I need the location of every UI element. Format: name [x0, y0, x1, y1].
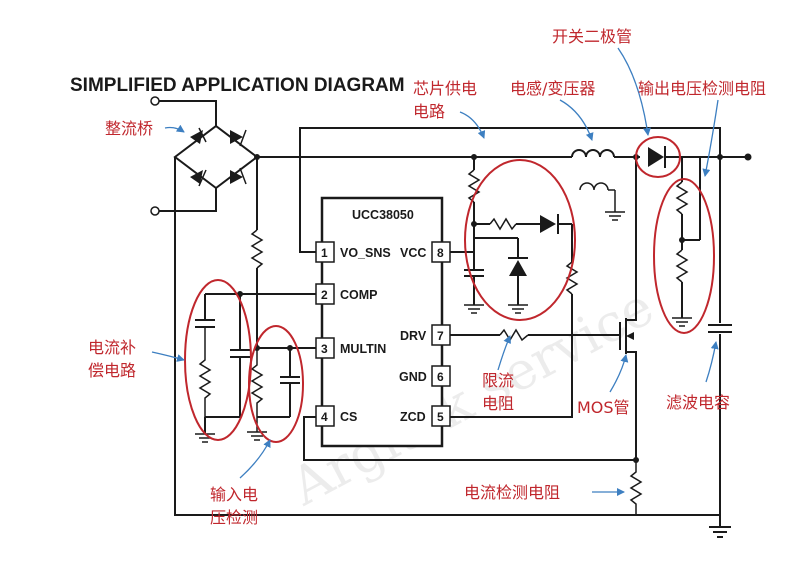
main-wiring [174, 127, 752, 538]
diagram-title: SIMPLIFIED APPLICATION DIAGRAM [70, 75, 405, 96]
label-limit-line1: 限流 [482, 371, 514, 390]
pin-6-number: 6 [437, 370, 444, 384]
compensation-network [195, 291, 318, 443]
pin-5-label: ZCD [400, 410, 426, 424]
oval-output-sense [653, 178, 715, 334]
annotation-arrows [151, 47, 719, 496]
pin-3-label: MULTIN [340, 342, 386, 356]
oval-output-diode [635, 136, 681, 178]
pin-4-number: 4 [321, 410, 328, 424]
label-chip-supply-line1: 芯片供电 [413, 79, 477, 98]
pin-2-number: 2 [321, 288, 328, 302]
label-filter-cap: 滤波电容 [666, 393, 730, 412]
pin-1-number: 1 [321, 246, 328, 260]
pin-8-label: VCC [400, 246, 426, 260]
pin-1-label: VO_SNS [340, 246, 391, 260]
label-input-sense-line2: 压检测 [210, 508, 258, 527]
output-sense-divider [672, 157, 701, 327]
annotations: 整流桥 芯片供电 电路 电感/变压器 开关二极管 输出电压检测电阻 电流补 偿电… [88, 27, 766, 527]
label-diode: 开关二极管 [552, 27, 632, 46]
pin-7-label: DRV [400, 329, 427, 343]
label-inductor: 电感/变压器 [510, 79, 595, 98]
pin-7-number: 7 [437, 329, 444, 343]
pin-6-label: GND [399, 370, 427, 384]
mosfet-stage [450, 154, 643, 515]
pin-3-number: 3 [321, 342, 328, 356]
vcc-supply-circuit [450, 157, 572, 314]
pin-8-number: 8 [437, 246, 444, 260]
bridge-rectifier [150, 96, 259, 216]
chip-name: UCC38050 [352, 208, 414, 222]
pin-2-label: COMP [340, 288, 378, 302]
oval-input-sense [248, 325, 304, 443]
input-sense-network [247, 157, 318, 441]
cs-wiring [303, 416, 636, 461]
oval-vcc-supply [464, 159, 576, 321]
label-limit-line2: 电阻 [482, 394, 514, 413]
label-comp-line2: 偿电路 [88, 361, 136, 380]
label-input-sense-line1: 输入电 [210, 485, 258, 504]
controller-chip: UCC38050 1 VO_SNS 2 COMP 3 MULTIN 4 CS 8… [315, 196, 451, 448]
label-mos: MOS管 [577, 398, 630, 417]
label-current-sense: 电流检测电阻 [464, 483, 560, 502]
pin-4-label: CS [340, 410, 357, 424]
label-bridge: 整流桥 [105, 119, 153, 138]
label-output-sense: 输出电压检测电阻 [638, 79, 766, 98]
label-chip-supply-line2: 电路 [413, 102, 445, 121]
pin-5-number: 5 [437, 410, 444, 424]
label-comp-line1: 电流补 [88, 338, 136, 357]
highlight-ovals [184, 136, 715, 443]
